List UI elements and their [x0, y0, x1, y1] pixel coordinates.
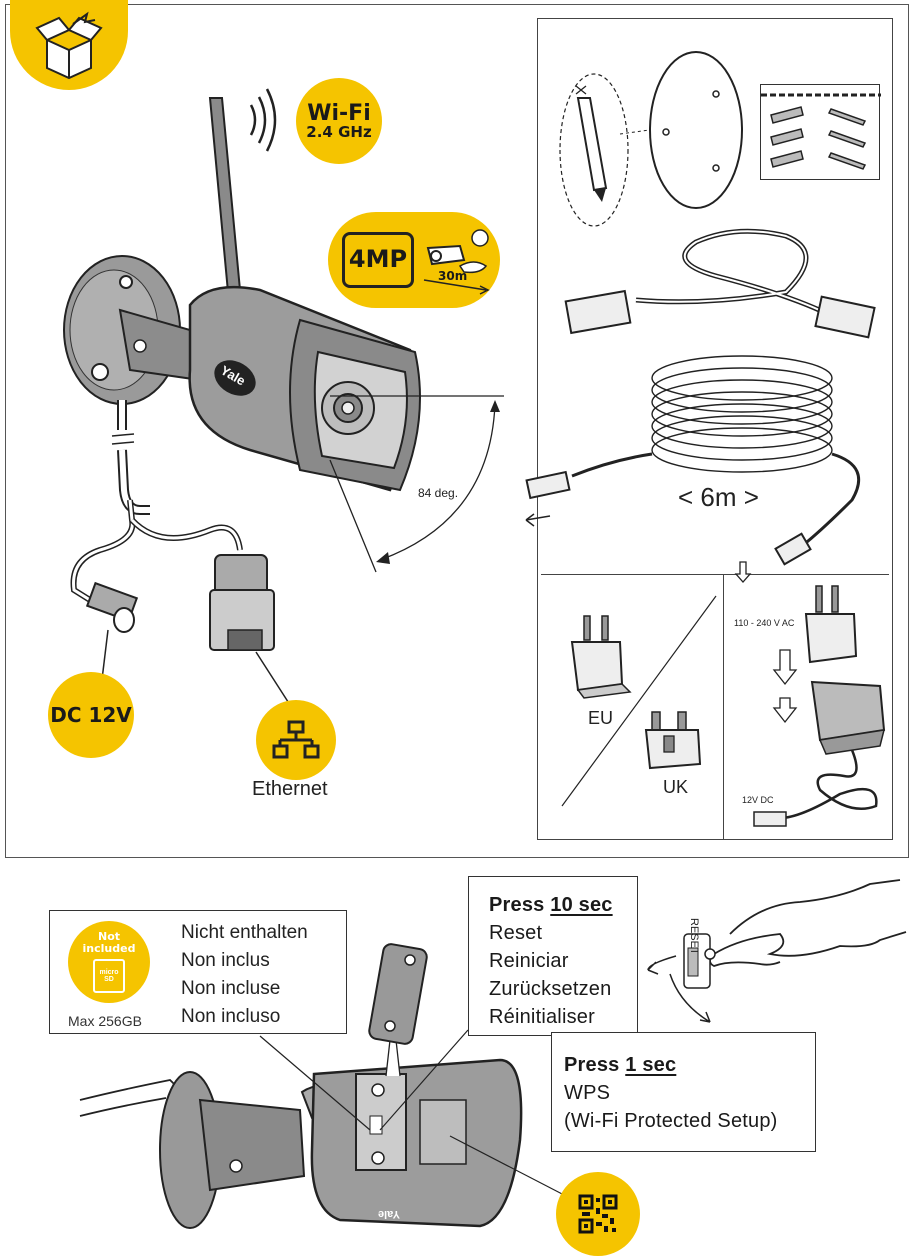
- screws-bag: [760, 84, 881, 180]
- reset-side-label: RESET: [688, 918, 700, 955]
- not-included-fr-f: Non incluse: [181, 978, 281, 999]
- ethernet-cable-icon: [564, 228, 876, 339]
- accessories-frame: [537, 18, 893, 840]
- reset-line-de: Zurücksetzen: [489, 978, 612, 1000]
- camera-illustration: [63, 97, 421, 515]
- not-included-de: Nicht enthalten: [181, 922, 308, 943]
- extension-cable-icon: [525, 355, 861, 566]
- ethernet-label: Ethernet: [252, 778, 328, 800]
- sd-max-capacity: Max 256GB: [68, 1013, 142, 1029]
- power-adapter-icon: [753, 585, 886, 827]
- qr-code-badge: [556, 1172, 640, 1256]
- sd-card-box: Not included micro SD Max 256GB Nicht en…: [49, 910, 347, 1034]
- uk-plug-icon: [644, 711, 702, 770]
- wifi-badge-band: 2.4 GHz: [306, 122, 372, 141]
- reset-line-fr: Réinitialiser: [489, 1006, 595, 1028]
- ethernet-badge: [256, 700, 336, 780]
- resolution-night-badge: 4MP 30m: [328, 212, 500, 308]
- reset-press-line: Press 10 sec: [489, 894, 613, 916]
- qr-code-icon: [578, 1194, 618, 1234]
- wifi-signal-icon: [249, 88, 277, 152]
- resolution-badge: 4MP: [342, 232, 414, 288]
- wps-press-line: Press 1 sec: [564, 1054, 677, 1076]
- reset-line-en: Reset: [489, 922, 543, 944]
- cable-length-label: < 6m >: [678, 482, 759, 512]
- eu-plug-label: EU: [588, 708, 614, 728]
- eu-plug-icon: [570, 615, 632, 699]
- accessories-divider-horizontal: [541, 574, 889, 575]
- micro-sd-card-icon: micro SD: [93, 958, 125, 993]
- view-angle-label: 84 deg.: [418, 486, 459, 500]
- reset-press-duration: 10 sec: [550, 894, 613, 916]
- cable-split-illustration: [70, 499, 293, 709]
- power-badge: DC 12V: [48, 672, 134, 758]
- package-contents-icon: [10, 0, 128, 90]
- night-vision-icon: [423, 229, 490, 295]
- hand-press-illustration: [647, 879, 907, 1023]
- wifi-badge: Wi-Fi 2.4 GHz: [296, 78, 382, 164]
- down-arrow-icon: [734, 561, 752, 583]
- pencil-icon: [559, 73, 629, 227]
- accessories-divider-vertical: [723, 575, 724, 839]
- not-included-it: Non incluso: [181, 1006, 281, 1027]
- wps-press-duration: 1 sec: [625, 1054, 677, 1076]
- sd-badge-line1: Not: [97, 930, 121, 944]
- not-included-list: Nicht enthalten Non inclus Non incluse N…: [181, 919, 308, 1031]
- output-voltage-label: 12V DC: [742, 795, 774, 805]
- bottom-camera-brand: Yale: [378, 1208, 401, 1220]
- wps-box: Press 1 sec WPS (Wi-Fi Protected Setup): [551, 1032, 816, 1152]
- sd-card-badge: Not included micro SD: [68, 921, 150, 1003]
- camera-underside-illustration: [79, 943, 567, 1229]
- view-angle-indicator: [329, 395, 504, 573]
- sd-badge-line2: included: [82, 942, 136, 955]
- reset-line-ca: Reiniciar: [489, 950, 569, 972]
- mounting-template-icon: [649, 51, 743, 209]
- not-included-fr-m: Non inclus: [181, 950, 270, 971]
- input-voltage-label: 110 - 240 V AC: [734, 618, 795, 628]
- top-section-frame: [5, 4, 909, 858]
- plug-divider-diagonal: [561, 595, 717, 807]
- wps-line: WPS: [564, 1082, 611, 1104]
- reset-box: Press 10 sec Reset Reiniciar Zurücksetze…: [468, 876, 638, 1036]
- network-icon: [272, 720, 320, 759]
- uk-plug-label: UK: [663, 777, 689, 797]
- wifi-badge-title: Wi-Fi: [307, 100, 371, 126]
- night-range-label: 30m: [438, 269, 468, 283]
- wps-full-line: (Wi-Fi Protected Setup): [564, 1110, 778, 1132]
- screws-icon: [761, 93, 881, 170]
